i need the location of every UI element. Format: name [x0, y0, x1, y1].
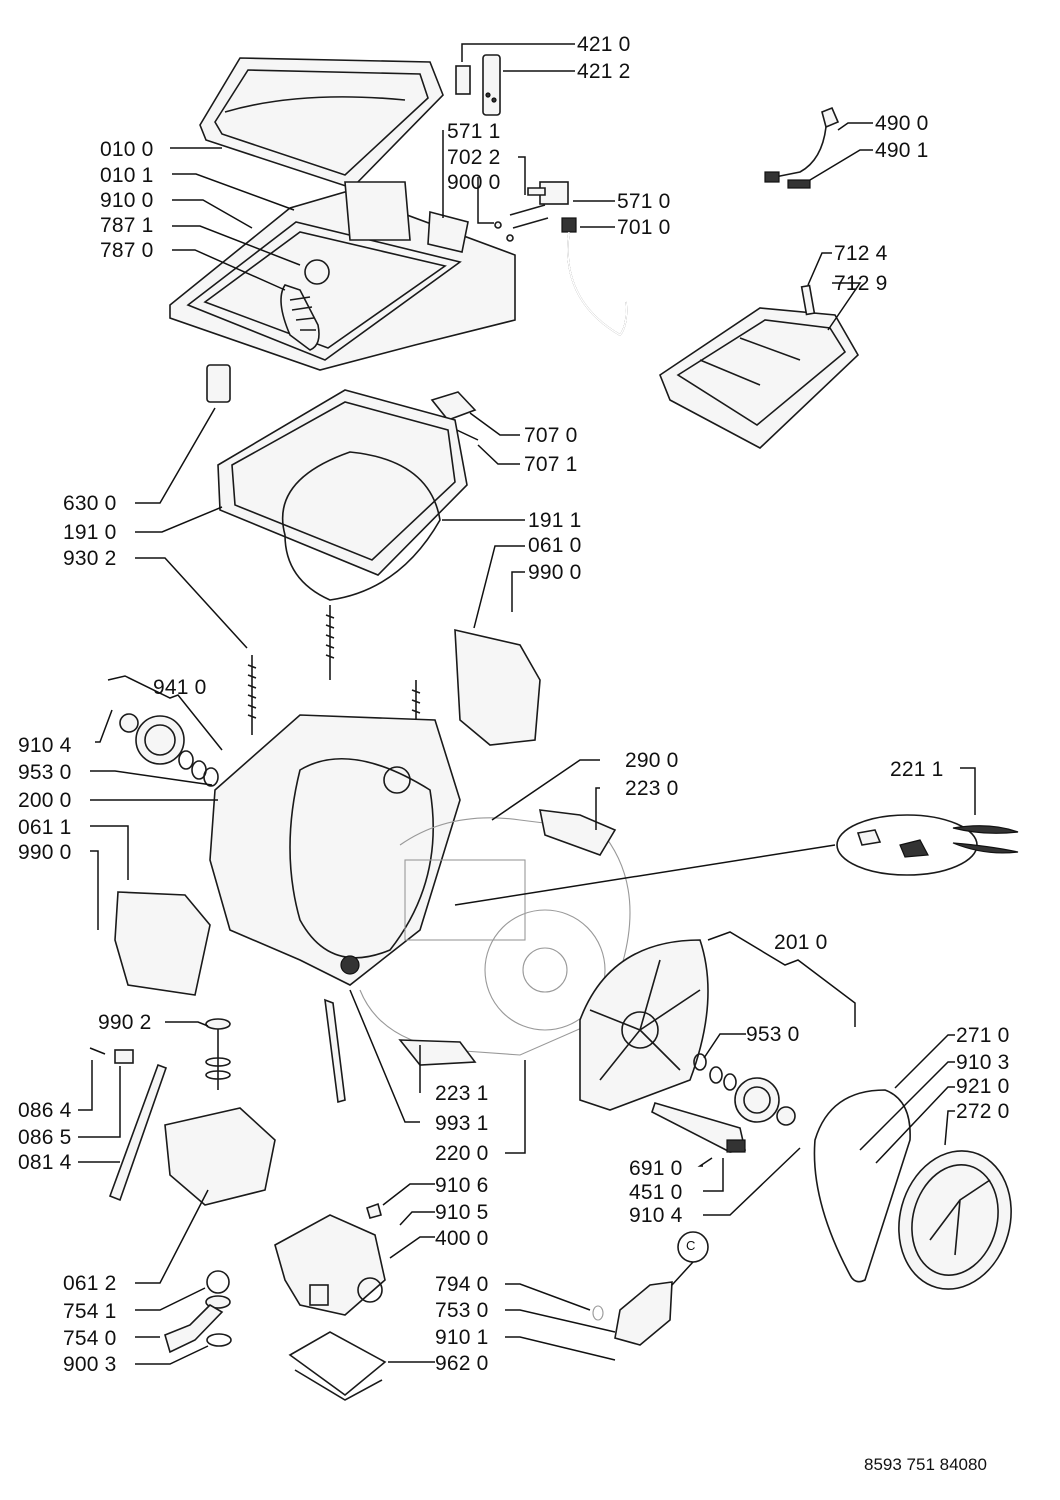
part-bearing-953-0-rear: [693, 1053, 796, 1126]
label-754-1: 754 1: [63, 1300, 117, 1323]
part-lid-010-0: [199, 57, 444, 189]
label-421-2: 421 2: [577, 60, 631, 83]
label-701-0: 701 0: [617, 216, 671, 239]
label-061-1: 061 1: [18, 816, 72, 839]
label-990-0-top: 990 0: [528, 561, 582, 584]
label-910-0: 910 0: [100, 189, 154, 212]
part-counterweight-061-2: [164, 1107, 276, 1206]
label-753-0: 753 0: [435, 1299, 489, 1322]
label-910-4-right: 910 4: [629, 1204, 683, 1227]
callout-marker-c: C: [686, 1238, 696, 1253]
part-cover-630-0: [206, 364, 231, 403]
label-702-2: 702 2: [447, 146, 501, 169]
label-490-0: 490 0: [875, 112, 929, 135]
part-bracket-223-1: [398, 1039, 477, 1066]
label-691-0: 691 0: [629, 1157, 683, 1180]
label-223-0: 223 0: [625, 777, 679, 800]
label-061-0: 061 0: [528, 534, 582, 557]
part-bearing-kit-941-0: [119, 713, 219, 787]
label-191-0: 191 0: [63, 521, 117, 544]
part-bracket-223-0: [538, 809, 617, 856]
part-dispenser-712: [659, 284, 860, 449]
label-910-3: 910 3: [956, 1051, 1010, 1074]
label-794-0: 794 0: [435, 1273, 489, 1296]
label-271-0: 271 0: [956, 1024, 1010, 1047]
part-pressure-switch-707: [409, 391, 479, 441]
label-910-1: 910 1: [435, 1326, 489, 1349]
part-springs-930-2: [247, 605, 421, 755]
label-220-0: 220 0: [435, 1142, 489, 1165]
part-power-cord-490: [764, 106, 840, 189]
part-motor-400-0: [274, 1202, 386, 1316]
label-787-0: 787 0: [100, 239, 154, 262]
label-754-0: 754 0: [63, 1327, 117, 1350]
label-571-1: 571 1: [447, 120, 501, 143]
part-counterweight-061-1: [114, 891, 211, 996]
part-top-frame-010-1: [169, 181, 516, 371]
label-086-4: 086 4: [18, 1099, 72, 1122]
label-200-0: 200 0: [18, 789, 72, 812]
part-valve-hose-571-701: [494, 181, 628, 337]
label-787-1: 787 1: [100, 214, 154, 237]
part-door-lock-421: [455, 54, 501, 116]
label-990-0-left: 990 0: [18, 841, 72, 864]
label-490-1: 490 1: [875, 139, 929, 162]
label-201-0: 201 0: [774, 931, 828, 954]
reference-number: 8593 751 84080: [864, 1455, 987, 1474]
label-953-0-right: 953 0: [746, 1023, 800, 1046]
label-900-3: 900 3: [63, 1353, 117, 1376]
part-pulley-272-0: [898, 1150, 1012, 1290]
part-seal-794-0: [592, 1305, 604, 1321]
label-290-0: 290 0: [625, 749, 679, 772]
label-712-4: 712 4: [834, 242, 888, 265]
label-010-0: 010 0: [100, 138, 154, 161]
part-foot-990-2: [205, 1018, 231, 1090]
part-tub-rear-201-0: [579, 939, 709, 1111]
part-counterweight-061-0: [454, 628, 541, 746]
label-010-1: 010 1: [100, 164, 154, 187]
label-191-1: 191 1: [528, 509, 582, 532]
label-421-0: 421 0: [577, 33, 631, 56]
label-962-0: 962 0: [435, 1352, 489, 1375]
label-707-0: 707 0: [524, 424, 578, 447]
part-drain-754: [164, 1270, 232, 1354]
label-571-0: 571 0: [617, 190, 671, 213]
part-drum-220-0: [359, 817, 631, 1056]
label-910-5: 910 5: [435, 1201, 489, 1224]
label-630-0: 630 0: [63, 492, 117, 515]
part-pump-753-0: [614, 1281, 673, 1346]
part-belt-271-0: [813, 1089, 911, 1283]
label-272-0: 272 0: [956, 1100, 1010, 1123]
label-910-6: 910 6: [435, 1174, 489, 1197]
label-081-4: 081 4: [18, 1151, 72, 1174]
leader-lines: [78, 43, 976, 1365]
part-tub-front-200-0: [209, 714, 461, 986]
label-930-2: 930 2: [63, 547, 117, 570]
label-921-0: 921 0: [956, 1075, 1010, 1098]
label-451-0: 451 0: [629, 1181, 683, 1204]
label-993-1: 993 1: [435, 1112, 489, 1135]
label-910-4-left: 910 4: [18, 734, 72, 757]
part-inlet-duct-787: [280, 259, 330, 351]
label-223-1: 223 1: [435, 1082, 489, 1105]
label-221-1: 221 1: [890, 758, 944, 781]
label-953-0-left: 953 0: [18, 761, 72, 784]
part-heater-691-0: [651, 1102, 746, 1153]
label-086-5: 086 5: [18, 1126, 72, 1149]
part-shock-absorber-081-4: [89, 998, 346, 1202]
part-tub-ring-191: [217, 389, 468, 601]
part-packing-962-0: [288, 1331, 387, 1401]
label-712-9: 712 9: [834, 272, 888, 295]
label-941-0: 941 0: [153, 676, 207, 699]
label-900-0: 900 0: [447, 171, 501, 194]
label-707-1: 707 1: [524, 453, 578, 476]
label-061-2: 061 2: [63, 1272, 117, 1295]
label-400-0: 400 0: [435, 1227, 489, 1250]
part-kit-221-1: [836, 814, 1019, 876]
label-990-2: 990 2: [98, 1011, 152, 1034]
